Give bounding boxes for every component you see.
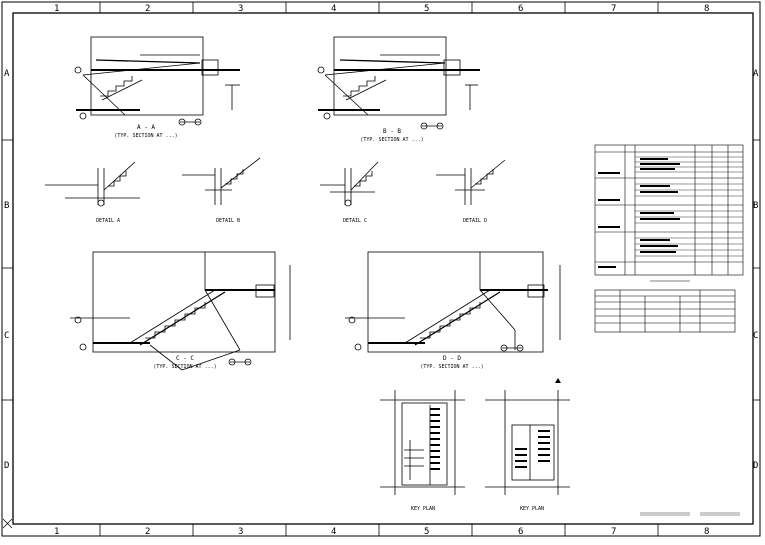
detail-a-label: DETAIL A — [96, 218, 120, 224]
detail-a-drawing — [45, 161, 140, 207]
north-arrow-icon — [555, 378, 561, 383]
col-label-top-7: 7 — [611, 4, 616, 14]
row-label-right-b: B — [753, 201, 758, 211]
detail-d-drawing — [436, 159, 506, 205]
section-d-d-title: D - D — [443, 355, 461, 362]
section-c-c — [70, 251, 291, 371]
section-b-b — [317, 36, 480, 130]
section-a-a-title: A - A — [137, 124, 155, 131]
section-a-a — [74, 36, 240, 126]
title-stamp — [640, 512, 740, 516]
row-ticks — [2, 139, 760, 401]
col-label-bottom-7: 7 — [611, 527, 616, 537]
row-label-left-b: B — [4, 201, 9, 211]
detail-b-label: DETAIL B — [216, 218, 240, 224]
row-label-left-c: C — [4, 331, 9, 341]
detail-c-drawing — [320, 161, 379, 207]
section-c-c-subtitle: (TYP. SECTION AT ...) — [153, 364, 216, 370]
small-table — [594, 289, 736, 333]
key-plan-2-steps — [515, 430, 550, 468]
detail-c-label: DETAIL C — [343, 218, 367, 224]
schedule-table-text-placeholders — [598, 158, 680, 268]
section-d-d-subtitle: (TYP. SECTION AT ...) — [420, 364, 483, 370]
row-label-left-d: D — [4, 461, 9, 471]
col-label-bottom-2: 2 — [145, 527, 150, 537]
schedule-table — [594, 144, 744, 276]
col-label-bottom-4: 4 — [331, 527, 336, 537]
col-label-bottom-3: 3 — [238, 527, 243, 537]
col-label-top-3: 3 — [238, 4, 243, 14]
detail-b-drawing — [182, 157, 261, 205]
inner-frame — [12, 12, 754, 525]
detail-d-label: DETAIL D — [463, 218, 487, 224]
col-label-top-4: 4 — [331, 4, 336, 14]
row-label-right-a: A — [753, 69, 759, 79]
corner-mark — [2, 518, 13, 529]
row-label-right-c: C — [753, 331, 758, 341]
col-label-bottom-5: 5 — [424, 527, 429, 537]
section-b-b-subtitle: (TYP. SECTION AT ...) — [360, 137, 423, 143]
col-label-top-1: 1 — [54, 4, 59, 14]
col-label-top-6: 6 — [518, 4, 523, 14]
col-label-top-8: 8 — [704, 4, 709, 14]
section-a-a-subtitle: (TYP. SECTION AT ...) — [114, 133, 177, 139]
section-d-d — [345, 251, 561, 353]
section-c-c-title: C - C — [176, 355, 194, 362]
col-label-top-5: 5 — [424, 4, 429, 14]
row-label-left-a: A — [4, 69, 10, 79]
row-label-right-d: D — [753, 461, 758, 471]
col-label-bottom-6: 6 — [518, 527, 523, 537]
column-ticks — [99, 2, 659, 536]
key-plan-1 — [380, 390, 465, 495]
outer-border — [1, 1, 761, 537]
col-label-top-2: 2 — [145, 4, 150, 14]
key-plan-1-label: KEY PLAN — [411, 506, 435, 512]
col-label-bottom-8: 8 — [704, 527, 709, 537]
section-b-b-title: B - B — [383, 128, 401, 135]
key-plan-1-steps — [430, 408, 440, 470]
col-label-bottom-1: 1 — [54, 527, 59, 537]
key-plan-2-label: KEY PLAN — [520, 506, 544, 512]
key-plan-2 — [485, 390, 570, 495]
schedule-table-fill-rows — [635, 156, 743, 257]
